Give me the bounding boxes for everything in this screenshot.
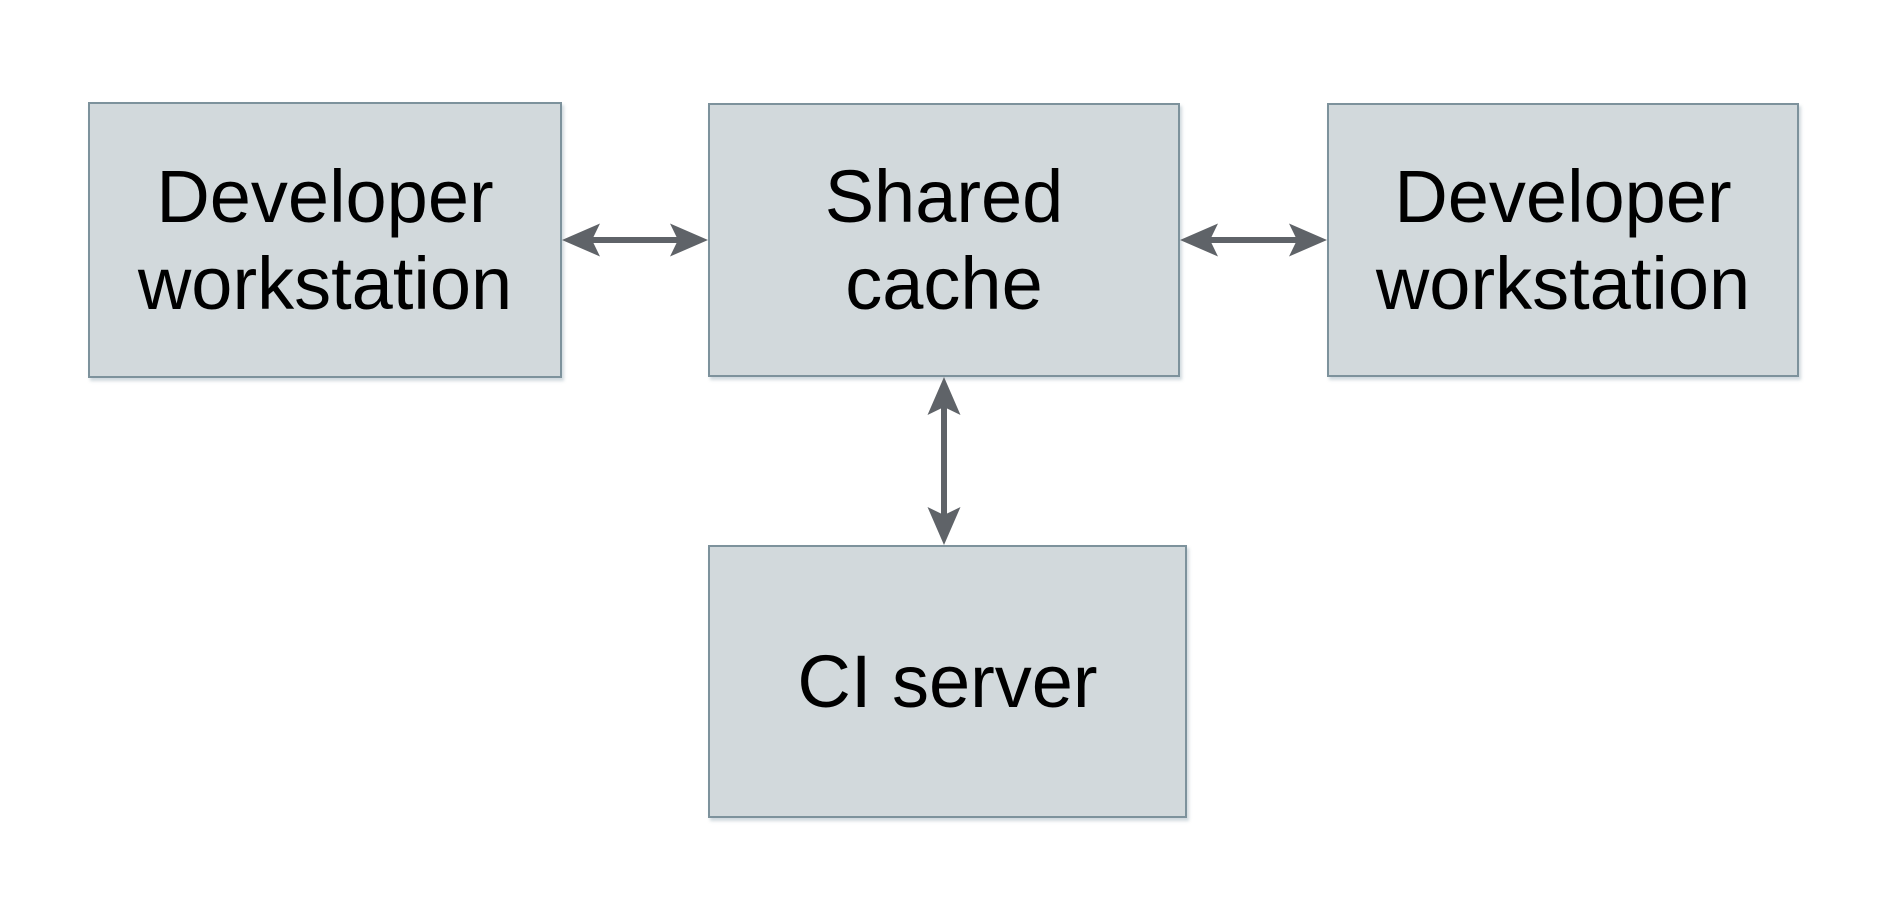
node-shared-cache: Shared cache xyxy=(708,103,1180,377)
node-label-ci-server: CI server xyxy=(797,639,1098,723)
node-label-developer-workstation-right: Developer workstation xyxy=(1375,154,1751,325)
node-label-developer-workstation-left: Developer workstation xyxy=(137,154,513,325)
node-developer-workstation-right: Developer workstation xyxy=(1327,103,1799,377)
node-developer-workstation-left: Developer workstation xyxy=(88,102,562,378)
node-ci-server: CI server xyxy=(708,545,1187,818)
node-label-shared-cache: Shared cache xyxy=(824,154,1064,325)
